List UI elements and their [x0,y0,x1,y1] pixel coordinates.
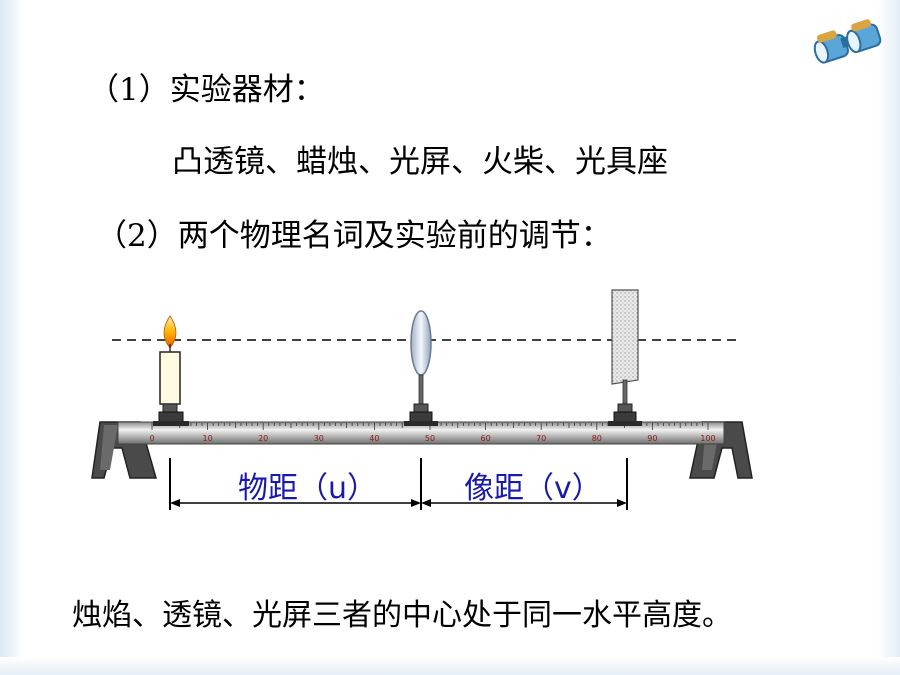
convex-lens [404,310,438,426]
image-distance-label: 像距（v） [464,471,602,506]
light-screen [608,289,642,426]
ruler-label-70: 70 [536,434,546,443]
ruler-label-40: 40 [369,434,379,443]
binoculars-icon [813,19,882,64]
background-left-edge [0,0,22,675]
conclusion-text: 烛焰、透镜、光屏三者的中心处于同一水平高度。 [72,598,732,633]
ruler-label-100: 100 [700,434,715,443]
ruler-scale [151,423,709,430]
ruler-label-50: 50 [425,434,435,443]
candle [153,315,189,426]
ruler-label-80: 80 [592,434,602,443]
ruler-label-90: 90 [647,434,657,443]
background-right-edge [878,0,900,675]
candle-body [159,351,181,405]
section-title-adjustment: （2）两个物理名词及实验前的调节： [96,218,612,254]
ruler-label-60: 60 [481,434,491,443]
distance-markers: 物距（u） 像距（v） [169,458,628,510]
screen-panel [611,289,639,385]
background-bottom-edge [0,657,900,675]
ruler-label-30: 30 [314,434,324,443]
ruler-label-20: 20 [258,434,268,443]
section-title-materials: （1）实验器材： [88,72,325,108]
ruler-label-10: 10 [203,434,213,443]
ruler-labels: 0 10 20 30 40 50 60 70 80 90 100 [149,434,715,443]
lens-glass [410,310,432,376]
object-distance-label: 物距（u） [238,471,377,506]
ruler-label-0: 0 [149,434,154,443]
candle-flame [163,315,177,349]
materials-list: 凸透镜、蜡烛、光屏、火柴、光具座 [172,144,668,180]
